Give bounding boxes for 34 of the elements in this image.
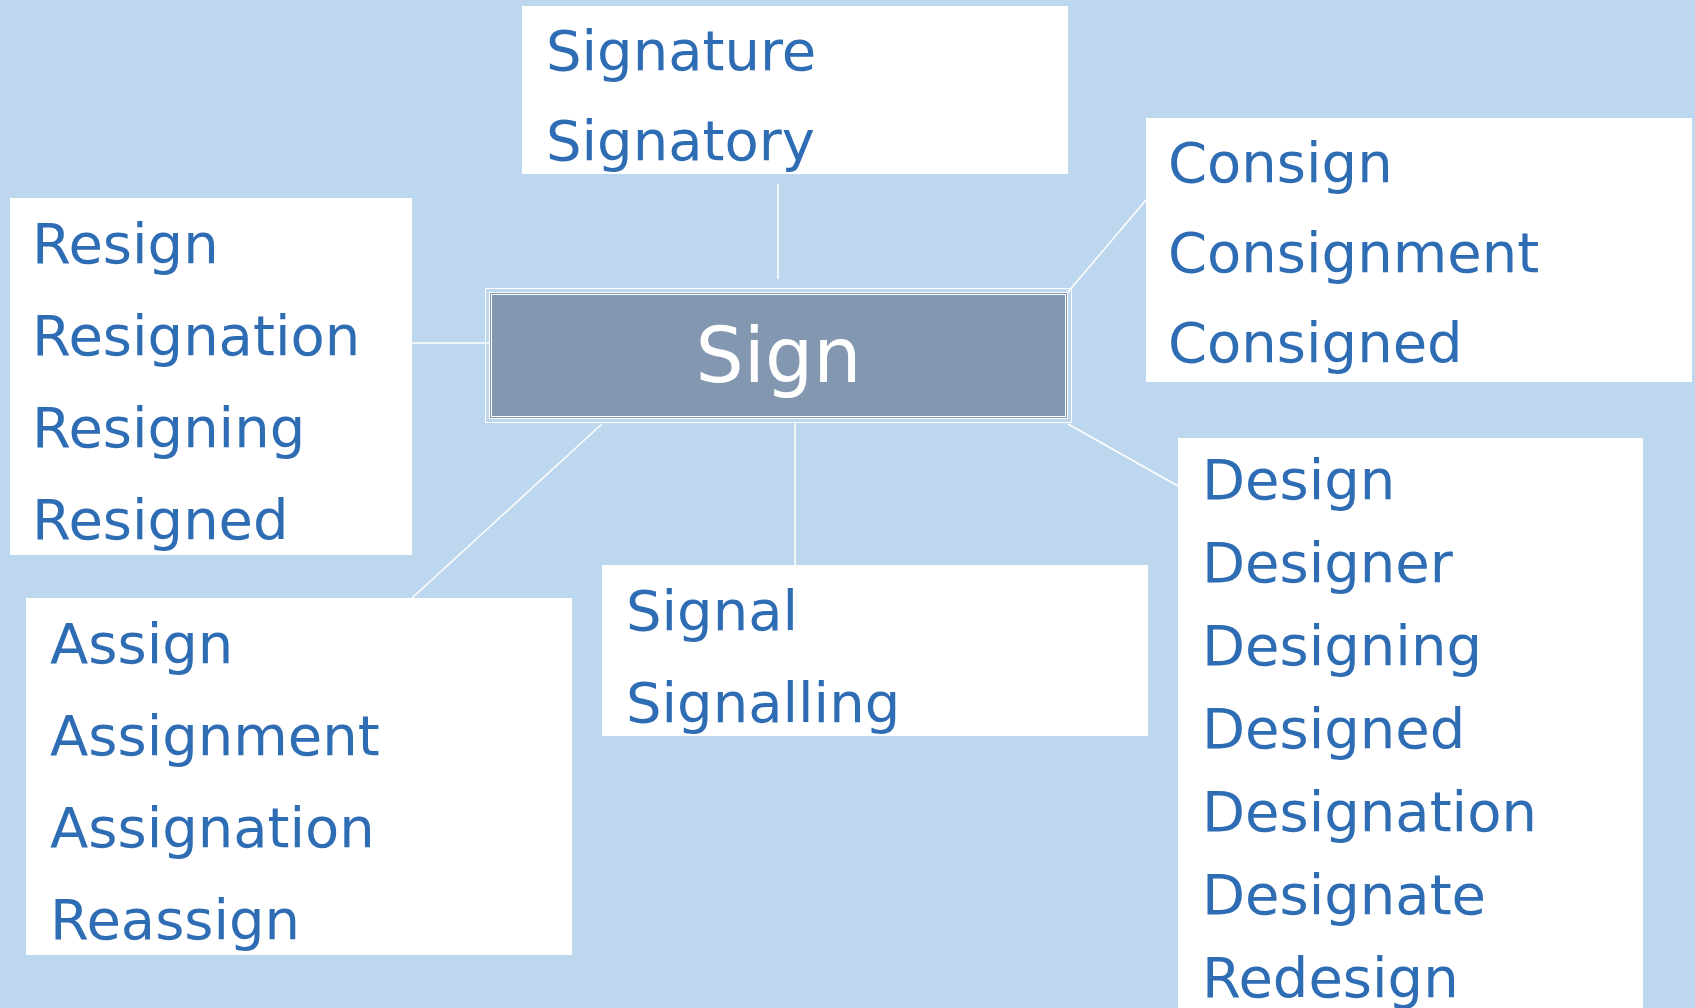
- word-label: Resign: [32, 210, 219, 278]
- word-label: Designed: [1202, 695, 1466, 763]
- word-label: Designer: [1202, 529, 1453, 597]
- connector-line: [411, 423, 603, 599]
- connector-line: [1067, 199, 1147, 293]
- word-label: Signalling: [626, 669, 901, 737]
- word-label: Assignment: [50, 702, 380, 770]
- word-label: Designation: [1202, 778, 1537, 846]
- word-label: Designing: [1202, 612, 1482, 680]
- word-label: Design: [1202, 446, 1396, 514]
- word-box: [602, 565, 1148, 736]
- connector-line: [411, 342, 490, 344]
- connector-line: [777, 183, 779, 280]
- word-label: Sign: [695, 309, 862, 402]
- connector-line: [794, 421, 796, 566]
- word-box: [522, 6, 1068, 174]
- connector-line: [1067, 423, 1179, 487]
- word-label: Consigned: [1168, 309, 1463, 377]
- word-label: Consignment: [1168, 219, 1540, 287]
- word-label: Signature: [546, 17, 817, 85]
- word-box: [1146, 118, 1692, 382]
- word-label: Resigning: [32, 394, 306, 462]
- word-box: [10, 198, 412, 555]
- word-label: Reassign: [50, 886, 301, 954]
- word-label: Consign: [1168, 129, 1393, 197]
- word-label: Signal: [626, 577, 799, 645]
- word-label: Assign: [50, 610, 234, 678]
- word-label: Resigned: [32, 486, 289, 554]
- word-label: Designate: [1202, 861, 1487, 929]
- word-label: Assignation: [50, 794, 375, 862]
- word-label: Signatory: [546, 107, 815, 175]
- word-label: Resignation: [32, 302, 361, 370]
- word-box: [26, 598, 572, 955]
- word-box: [1178, 438, 1643, 1008]
